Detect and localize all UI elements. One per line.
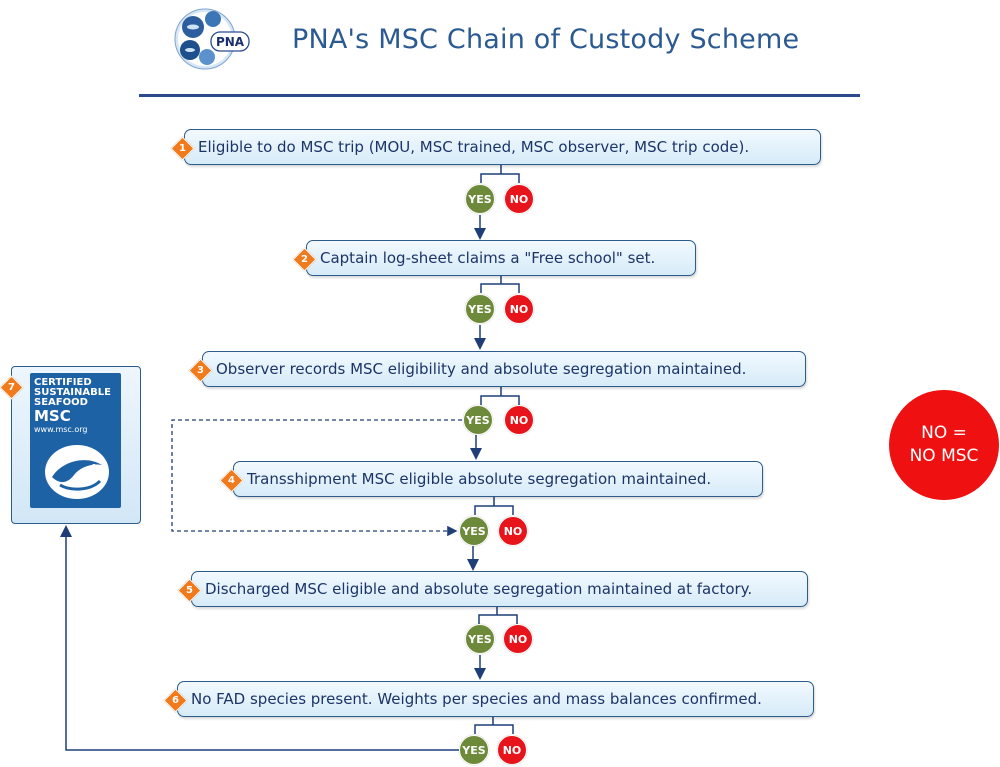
yes-circle-2: YES <box>465 294 495 324</box>
arrow-to-msc-label <box>60 525 460 751</box>
yes-circle-3: YES <box>463 405 493 435</box>
no-circle-1: NO <box>504 184 534 214</box>
yes-circle-6: YES <box>459 735 489 765</box>
msc-fish-icon <box>45 445 109 499</box>
step-5-text: Discharged MSC eligible and absolute seg… <box>205 580 753 598</box>
no-circle-5: NO <box>503 624 533 654</box>
step-5: Discharged MSC eligible and absolute seg… <box>191 571 808 607</box>
no-circle-4: NO <box>498 516 528 546</box>
connector-bracket-6 <box>474 716 514 734</box>
connector-bracket-1 <box>480 165 520 183</box>
connector-bracket-4 <box>474 496 514 515</box>
msc-ecolabel: CERTIFIED SUSTAINABLE SEAFOOD MSC www.ms… <box>30 373 121 508</box>
no-circle-6: NO <box>497 735 527 765</box>
step-6-text: No FAD species present. Weights per spec… <box>191 690 762 708</box>
no-msc-line2: NO MSC <box>909 446 979 466</box>
yes-circle-1: YES <box>465 184 495 214</box>
no-msc-callout: NO = NO MSC <box>889 390 999 500</box>
step-3-text: Observer records MSC eligibility and abs… <box>216 360 747 378</box>
logo-text: PNA <box>216 35 245 49</box>
connector-bracket-5 <box>478 606 518 624</box>
no-msc-line1: NO = <box>921 423 967 443</box>
yes-circle-5: YES <box>465 624 495 654</box>
step-1: Eligible to do MSC trip (MOU, MSC traine… <box>184 129 821 165</box>
title-divider <box>139 94 860 97</box>
msc-label-card: CERTIFIED SUSTAINABLE SEAFOOD MSC www.ms… <box>11 366 141 524</box>
page-title: PNA's MSC Chain of Custody Scheme <box>292 24 800 55</box>
step-3: Observer records MSC eligibility and abs… <box>202 351 806 387</box>
no-circle-3: NO <box>504 405 534 435</box>
step-4-text: Transshipment MSC eligible absolute segr… <box>247 470 712 488</box>
step-2: Captain log-sheet claims a "Free school"… <box>306 240 696 276</box>
dashed-bypass-arrow <box>171 419 462 537</box>
step-1-text: Eligible to do MSC trip (MOU, MSC traine… <box>198 138 750 156</box>
pna-logo: PNA <box>171 5 253 73</box>
step-4: Transshipment MSC eligible absolute segr… <box>233 461 763 497</box>
connector-bracket-3 <box>480 386 520 405</box>
yes-circle-4: YES <box>459 516 489 546</box>
step-2-text: Captain log-sheet claims a "Free school"… <box>320 249 656 267</box>
step-6: No FAD species present. Weights per spec… <box>177 681 814 717</box>
no-circle-2: NO <box>504 294 534 324</box>
connector-bracket-2 <box>480 276 520 293</box>
